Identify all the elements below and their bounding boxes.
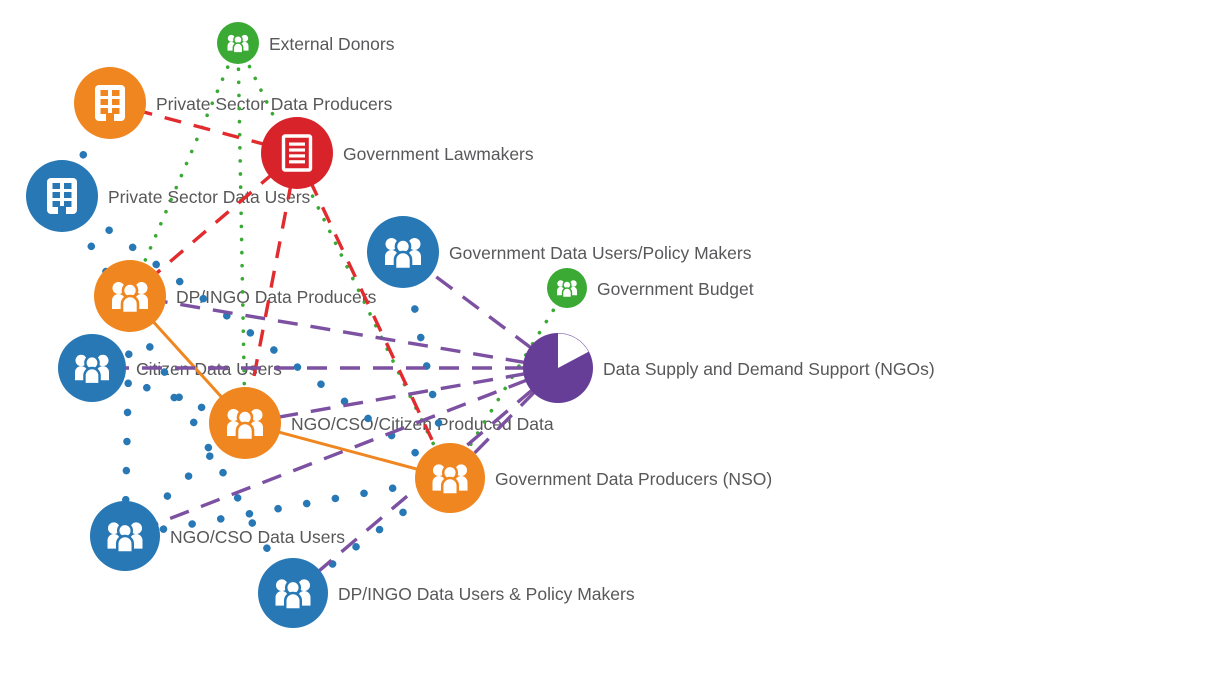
label-government-data-producers-nso: Government Data Producers (NSO) <box>495 469 772 489</box>
edge-private-sector-data-users--dp-ingo-data-users-policy-makers <box>58 192 297 597</box>
people-icon <box>275 579 311 611</box>
edge-external-donors--dp-ingo-data-producers <box>128 41 240 298</box>
node-government-lawmakers <box>261 117 333 189</box>
node-government-data-users-policy-makers <box>367 216 439 288</box>
label-private-sector-data-users: Private Sector Data Users <box>108 187 311 207</box>
label-private-sector-data-producers: Private Sector Data Producers <box>156 94 393 114</box>
label-ngo-cso-data-users: NGO/CSO Data Users <box>170 527 345 547</box>
label-ngo-cso-citizen-produced-data: NGO/CSO/Citizen Produced Data <box>291 414 554 434</box>
label-data-supply-and-demand-support-ngos: Data Supply and Demand Support (NGOs) <box>603 359 935 379</box>
edge-data-supply-and-demand-support-ngos--government-data-producers-nso <box>448 366 560 480</box>
label-government-lawmakers: Government Lawmakers <box>343 144 534 164</box>
edge-government-data-producers-nso--ngo-cso-data-users <box>121 474 454 540</box>
edge-data-supply-and-demand-support-ngos--ngo-cso-citizen-produced-data <box>244 366 559 425</box>
people-icon <box>112 282 148 315</box>
pie-chart-icon <box>558 333 589 368</box>
nodes-layer <box>26 22 593 628</box>
node-government-data-producers-nso <box>415 443 485 513</box>
node-dp-ingo-data-producers <box>94 260 166 332</box>
building-icon <box>95 85 125 121</box>
people-icon <box>107 522 143 554</box>
people-icon <box>385 238 421 271</box>
people-icon <box>432 464 468 496</box>
people-icon <box>75 354 109 386</box>
edge-data-supply-and-demand-support-ngos--dp-ingo-data-producers <box>129 294 559 370</box>
node-private-sector-data-producers <box>74 67 146 139</box>
people-icon <box>227 409 263 442</box>
node-circle-government-lawmakers[interactable] <box>261 117 333 189</box>
edge-government-lawmakers--dp-ingo-data-producers <box>128 151 299 298</box>
node-data-supply-and-demand-support-ngos <box>523 333 593 403</box>
building-icon <box>47 178 77 214</box>
people-icon <box>227 34 249 54</box>
document-icon <box>281 134 313 172</box>
node-ngo-cso-citizen-produced-data <box>209 387 281 459</box>
label-government-budget: Government Budget <box>597 279 754 299</box>
node-ngo-cso-data-users <box>90 501 160 571</box>
label-external-donors: External Donors <box>269 34 395 54</box>
edge-dp-ingo-data-producers--ngo-cso-data-users <box>121 292 134 540</box>
node-external-donors <box>217 22 259 64</box>
label-dp-ingo-data-users-policy-makers: DP/INGO Data Users & Policy Makers <box>338 584 635 604</box>
label-dp-ingo-data-producers: DP/INGO Data Producers <box>176 287 377 307</box>
label-government-data-users-policy-makers: Government Data Users/Policy Makers <box>449 243 752 263</box>
edge-government-lawmakers--ngo-cso-citizen-produced-data <box>243 152 299 424</box>
node-dp-ingo-data-users-policy-makers <box>258 558 328 628</box>
node-government-budget <box>547 268 587 308</box>
edge-government-data-users-policy-makers--government-data-producers-nso <box>399 248 454 482</box>
node-citizen-data-users <box>58 334 126 402</box>
people-icon <box>556 280 578 299</box>
node-private-sector-data-users <box>26 160 98 232</box>
edge-data-supply-and-demand-support-ngos--ngo-cso-data-users <box>124 366 559 538</box>
